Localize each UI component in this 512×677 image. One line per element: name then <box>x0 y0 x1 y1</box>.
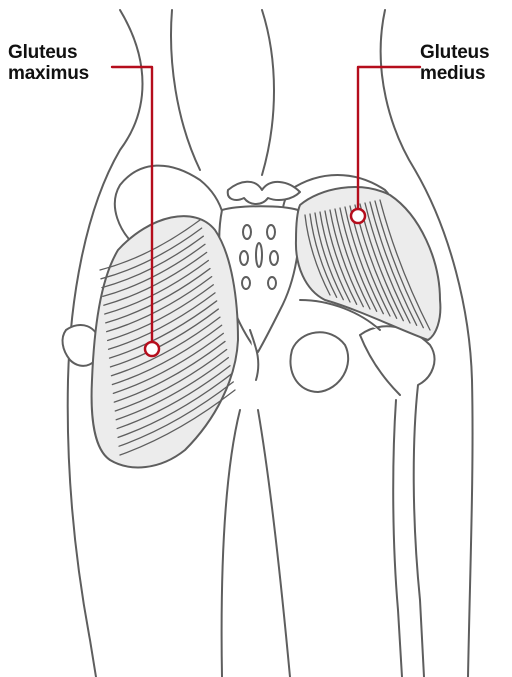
label-gluteus-medius: Gluteus medius <box>420 42 489 84</box>
label-gluteus-medius-line2: medius <box>420 63 489 84</box>
pointer-dot-gluteus-medius <box>351 209 365 223</box>
label-gluteus-medius-line1: Gluteus <box>420 42 489 63</box>
label-gluteus-maximus: Gluteus maximus <box>8 42 89 84</box>
label-gluteus-maximus-line2: maximus <box>8 63 89 84</box>
gluteus-medius-muscle <box>296 187 440 340</box>
gluteus-maximus-muscle <box>92 216 238 467</box>
label-gluteus-maximus-line1: Gluteus <box>8 42 89 63</box>
pointer-dot-gluteus-maximus <box>145 342 159 356</box>
right-femur <box>290 300 434 677</box>
